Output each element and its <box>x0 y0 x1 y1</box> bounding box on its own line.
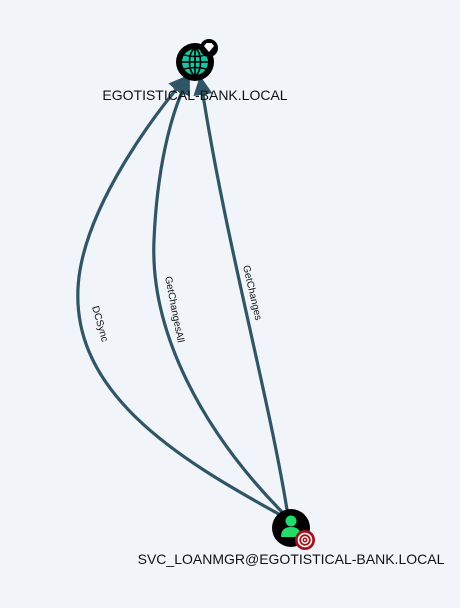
node-domain[interactable]: EGOTISTICAL-BANK.LOCAL <box>102 39 288 103</box>
edge-getchangesall-path[interactable] <box>152 75 289 519</box>
node-domain-label: EGOTISTICAL-BANK.LOCAL <box>102 87 287 103</box>
edge-getchanges-path[interactable] <box>193 75 290 518</box>
edge-getchangesall[interactable]: GetChangesAll <box>152 75 289 519</box>
node-user-label: SVC_LOANMGR@EGOTISTICAL-BANK.LOCAL <box>138 551 445 567</box>
owned-target-icon <box>295 530 315 550</box>
edge-dcsync-label: DCSync <box>89 305 110 343</box>
edge-getchanges-label: GetChanges <box>240 264 263 321</box>
edge-getchangesall-label: GetChangesAll <box>162 275 186 343</box>
node-user[interactable]: SVC_LOANMGR@EGOTISTICAL-BANK.LOCAL <box>138 509 445 567</box>
user-icon <box>281 515 301 537</box>
edge-getchanges[interactable]: GetChanges <box>193 75 290 518</box>
high-value-diamond-icon <box>200 39 218 57</box>
edge-dcsync-path[interactable] <box>76 75 288 520</box>
